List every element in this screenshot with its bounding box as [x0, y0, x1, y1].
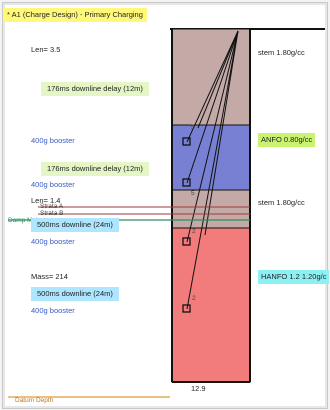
column-mark-1: 5 — [191, 124, 195, 131]
booster-label-4[interactable]: 400g booster — [31, 306, 75, 315]
downline-delay-1[interactable]: 176ms downline delay (12m) — [41, 82, 149, 96]
booster-marker-1 — [182, 137, 191, 146]
booster-marker-2 — [182, 178, 191, 187]
booster-label-2[interactable]: 400g booster — [31, 180, 75, 189]
downline-delay-4[interactable]: 500ms downline (24m) — [31, 287, 119, 301]
damp-label: Damp Mois — [8, 217, 41, 224]
stem-label-top: stem 1.80g/cc — [258, 48, 305, 57]
hanfo-label[interactable]: HANFO 1.2 1.20g/c — [258, 270, 330, 284]
booster-label-3[interactable]: 400g booster — [31, 237, 75, 246]
window-title: * A1 (Charge Design) - Primary Charging — [3, 8, 147, 22]
downline-delay-2[interactable]: 176ms downline delay (12m) — [41, 162, 149, 176]
column-mark-3: 2 — [192, 228, 196, 235]
column-mark-4: 2 — [192, 295, 196, 302]
stem-segment-top — [171, 28, 251, 126]
strata-a-label: Strata A — [40, 203, 64, 210]
mass-label: Mass= 214 — [31, 272, 68, 281]
len-label-2: Len= 1.4 — [31, 196, 61, 205]
hole-depth-label: 12.9 — [191, 384, 206, 393]
booster-label-top[interactable]: 400g booster — [31, 136, 75, 145]
len-label-1: Len= 3.5 — [31, 45, 61, 54]
strata-b-label: Strata B — [40, 210, 64, 217]
column-mark-2: 5 — [191, 190, 195, 197]
datum-depth-label: Datum Depth — [15, 397, 54, 404]
anfo-label[interactable]: ANFO 0.80g/cc — [258, 133, 316, 147]
booster-marker-4 — [182, 304, 191, 313]
downline-delay-3[interactable]: 500ms downline (24m) — [31, 218, 119, 232]
stem-label-mid: stem 1.80g/cc — [258, 198, 305, 207]
booster-marker-3 — [182, 237, 191, 246]
